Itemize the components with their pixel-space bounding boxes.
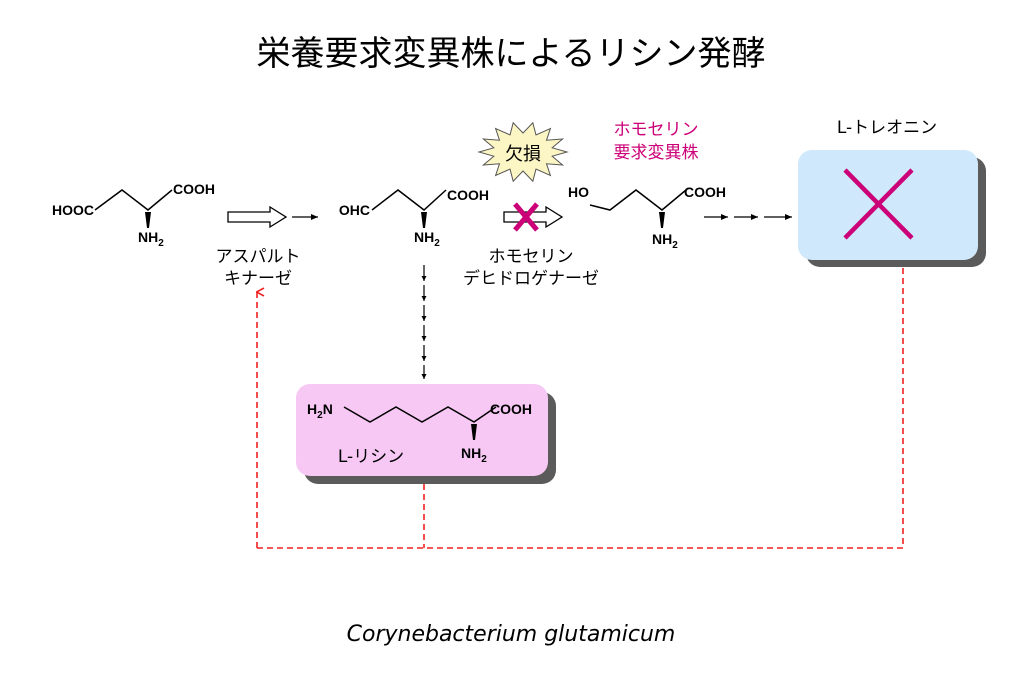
aspartate-acid-group: COOH bbox=[173, 181, 215, 197]
aspartate-kinase-label-2: キナーゼ bbox=[224, 269, 292, 289]
page-title: 栄養要求変異株によるリシン発酵 bbox=[257, 34, 766, 74]
semialdehyde-acid-group: COOH bbox=[447, 187, 489, 203]
auxotroph-label-2: 要求変異株 bbox=[614, 143, 699, 163]
semialdehyde-amine-group: NH2 bbox=[414, 229, 440, 249]
semialdehyde-structure: OHC COOH NH2 bbox=[339, 187, 489, 249]
homoserine-dehydrogenase-label-2: デヒドロゲナーゼ bbox=[463, 268, 599, 289]
organism-label: Corynebacterium glutamicum bbox=[347, 622, 676, 647]
semialdehyde-left-group: OHC bbox=[339, 202, 370, 218]
deletion-label: 欠損 bbox=[505, 144, 541, 165]
homoserine-acid-group: COOH bbox=[684, 184, 726, 200]
deletion-starburst-icon: 欠損 bbox=[477, 121, 569, 183]
aspartate-amine-group: NH2 bbox=[138, 229, 164, 249]
aspartate-structure: HOOC COOH NH2 bbox=[52, 181, 215, 249]
threonine-box bbox=[798, 150, 978, 260]
aspartate-kinase-step-arrow bbox=[227, 205, 318, 229]
homoserine-dehydrogenase-label-1: ホモセリン bbox=[489, 247, 574, 267]
aspartate-kinase-label-1: アスパルト bbox=[216, 247, 301, 267]
blocked-x-icon bbox=[513, 202, 539, 232]
lysine-amine-group: NH2 bbox=[461, 445, 487, 465]
threonine-label: L-トレオニン bbox=[837, 118, 937, 138]
homoserine-amine-group: NH2 bbox=[652, 231, 678, 251]
lysine-box bbox=[296, 384, 548, 476]
lysine-acid-group: COOH bbox=[490, 401, 532, 417]
lysine-structure: H2N COOH NH2 bbox=[307, 401, 532, 465]
aspartate-left-group: HOOC bbox=[52, 202, 94, 218]
feedback-inhibition-lines bbox=[257, 268, 904, 549]
threonine-absent-x-icon bbox=[843, 168, 914, 240]
lysine-label: L-リシン bbox=[338, 447, 404, 467]
auxotroph-label-1: ホモセリン bbox=[614, 120, 699, 140]
homoserine-structure: HO COOH NH2 bbox=[568, 184, 726, 251]
homoserine-left-group: HO bbox=[568, 184, 589, 200]
lysine-left-group: H2N bbox=[307, 401, 333, 421]
